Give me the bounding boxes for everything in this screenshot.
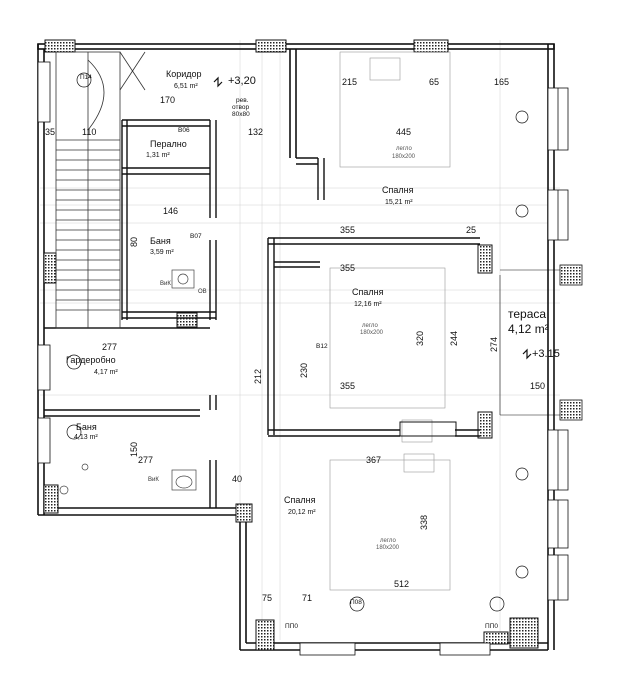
bed-size-2: 180х200 (360, 330, 384, 336)
markers (66, 72, 529, 612)
dim-170: 170 (160, 95, 176, 105)
level-symbols (213, 76, 532, 360)
room-name-bedroom-2: Спалня (352, 287, 384, 297)
dim-355-b: 355 (340, 263, 356, 273)
dim-367: 367 (366, 455, 382, 465)
room-name-laundry: Перално (150, 139, 187, 149)
interior-walls (44, 119, 480, 508)
room-area-bedroom-2: 12,16 m² (354, 301, 382, 308)
opening-note-1: рев. (236, 97, 249, 104)
terrace-name: тераса (508, 307, 547, 321)
room-area-wardrobe: 4,17 m² (94, 369, 118, 376)
dim-215: 215 (342, 77, 358, 87)
staircase (55, 51, 146, 329)
dim-70: 40 (232, 474, 243, 484)
dim-277-a: 277 (138, 455, 154, 465)
opening-note-2: отвор (232, 104, 250, 111)
dim-274: 274 (489, 336, 499, 352)
windows (37, 61, 569, 656)
fixture-labels: ВиК ОВ ВиК (148, 281, 207, 483)
door-label-b06: В06 (178, 127, 190, 134)
svg-text:ОВ: ОВ (198, 289, 207, 295)
room-area-laundry: 1,31 m² (146, 152, 170, 159)
room-area-bedroom-3: 20,12 m² (288, 509, 316, 516)
window-label-p14: П14 (80, 74, 92, 81)
room-name-corridor: Коридор (166, 69, 202, 79)
guide-lines (40, 40, 560, 640)
dim-355-a: 355 (340, 225, 356, 235)
dim-355-c: 355 (340, 381, 356, 391)
bed-size-3: 180х200 (376, 545, 400, 551)
dim-246: 80 (129, 236, 139, 247)
room-name-bath-2: Баня (76, 422, 97, 432)
svg-text:ВиК: ВиК (160, 281, 171, 287)
dim-445: 445 (396, 127, 412, 137)
dim-212: 212 (253, 368, 263, 384)
dim-244: 244 (449, 330, 459, 346)
bed-size-1: 180х200 (392, 154, 416, 160)
opening-note-3: 80х80 (232, 111, 250, 118)
dim-230: 230 (299, 362, 309, 378)
window-label-pp0: ПП0 (285, 623, 298, 630)
dim-110: 110 (82, 127, 97, 137)
room-name-bath-1: Баня (150, 236, 171, 246)
dim-165: 165 (494, 77, 510, 87)
beds (329, 51, 451, 591)
bed-label-1: легло (396, 146, 412, 152)
room-area-corridor: 6,51 m² (174, 83, 198, 90)
sliding-door (399, 421, 457, 437)
dim-150-left: 150 (129, 441, 139, 457)
room-area-bath-1: 3,59 m² (150, 249, 174, 256)
dim-150: 150 (530, 381, 546, 391)
dim-35: 35 (45, 127, 56, 137)
terrace-area: 4,12 m² (508, 322, 549, 336)
dim-146: 146 (163, 206, 179, 216)
dim-277-b: 277 (102, 342, 118, 352)
room-area-bedroom-1: 15,21 m² (385, 199, 413, 206)
corridor-level: +3,20 (228, 75, 256, 87)
dim-65: 65 (429, 77, 440, 87)
window-label-p08: П08 (350, 599, 362, 606)
terrace-outline (499, 264, 583, 421)
dim-25: 25 (466, 225, 477, 235)
room-area-bath-2: 4,13 m² (74, 434, 98, 441)
fixtures (59, 269, 197, 495)
bed-label-2: легло (362, 323, 378, 329)
window-label-pp0-2: ПП0 (485, 623, 498, 630)
svg-text:ВиК: ВиК (148, 477, 159, 483)
room-name-wardrobe: Гардеробно (66, 355, 116, 365)
room-name-bedroom-1: Спалня (382, 185, 414, 195)
room-name-bedroom-3: Спалня (284, 495, 316, 505)
terrace-level: +3.15 (532, 348, 560, 360)
door-label-b07: В07 (190, 233, 202, 240)
dim-512: 512 (394, 579, 410, 589)
dim-111: 71 (302, 593, 313, 603)
dim-338: 338 (419, 514, 429, 530)
columns (43, 39, 539, 651)
dim-132: 132 (248, 127, 264, 137)
dim-36: 75 (262, 593, 273, 603)
door-label-b13: В12 (316, 343, 328, 350)
bed-label-3: легло (380, 538, 396, 544)
dim-320: 320 (415, 330, 425, 346)
